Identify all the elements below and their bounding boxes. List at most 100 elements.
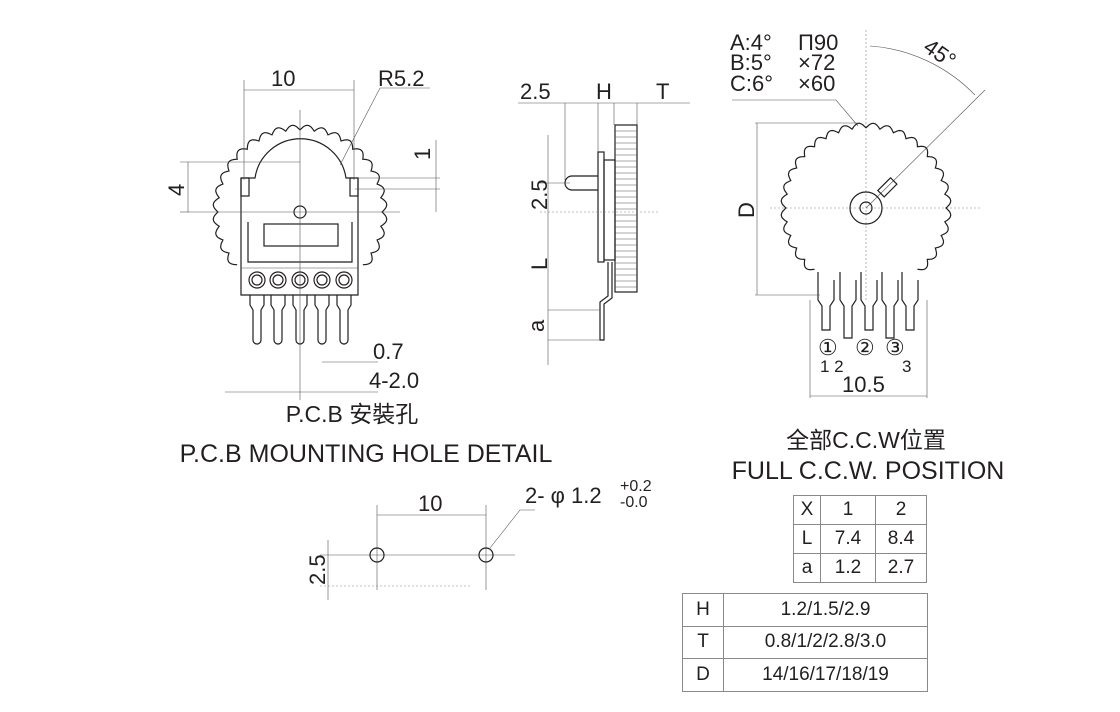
mounting-plate — [597, 151, 605, 263]
housing-notch-right — [349, 177, 359, 197]
note-a: A:4° — [730, 30, 772, 55]
hole-leader — [489, 509, 535, 549]
dim-h-label: H — [596, 79, 612, 104]
table-cell: D — [682, 658, 724, 692]
pin-hole-outer — [269, 271, 287, 289]
table-cell: 2.7 — [875, 553, 927, 583]
terminal-pin — [817, 272, 835, 331]
shaft — [859, 201, 873, 215]
dimension-table-xla: X 1 2 L 7.4 8.4 a 1.2 2.7 — [793, 495, 927, 583]
front-title-en: FULL C.C.W. POSITION — [732, 457, 1005, 485]
table-cell: a — [793, 553, 821, 583]
front-title-cn: 全部C.C.W位置 — [786, 427, 946, 453]
table-cell: 1.2 — [820, 553, 876, 583]
dim-offset-label: 1 — [410, 148, 435, 160]
pin-number-3: 3 — [902, 357, 911, 376]
table-cell: T — [682, 625, 724, 659]
pin-hole-inner — [272, 274, 284, 286]
housing-body — [240, 138, 359, 296]
table-cell: X — [793, 495, 821, 525]
note-c-value: ×60 — [798, 71, 835, 96]
table-cell: L — [793, 524, 821, 554]
table-row: a 1.2 2.7 — [793, 553, 927, 583]
dim-radius-label: R5.2 — [378, 66, 424, 91]
terminal-lead — [599, 262, 613, 341]
knob-wheel-side — [614, 124, 638, 293]
terminal-pin — [881, 272, 899, 339]
table-cell: 1.2/1.5/2.9 — [723, 593, 928, 627]
pin-hole-inner — [251, 274, 263, 286]
front-view: A:4° B:5° C:6° Π90 ×72 ×60 45° D ① ② ③ 1… — [730, 30, 1004, 485]
knurl-stripes — [615, 130, 637, 288]
dim-shaft-height-label: 2.5 — [527, 179, 552, 210]
table-cell: 7.4 — [820, 524, 876, 554]
tolerance-minus: -0.0 — [620, 494, 648, 511]
table-cell: 1 — [820, 495, 876, 525]
terminal-pin — [839, 272, 857, 339]
terminal-pin — [336, 295, 352, 345]
tolerance-plus: +0.2 — [620, 478, 652, 495]
dim-pin-pitch-label: 4-2.0 — [369, 368, 419, 393]
pin-hole-inner — [338, 274, 350, 286]
angle-label: 45° — [919, 34, 961, 74]
terminal-pin — [860, 272, 878, 331]
radius-leader — [339, 87, 430, 166]
note-leader — [732, 99, 859, 127]
dim-width-label: 10 — [271, 66, 295, 91]
pcb-title-en: P.C.B MOUNTING HOLE DETAIL — [180, 440, 553, 468]
terminal-pin — [270, 295, 286, 345]
pointer-mark — [876, 176, 898, 198]
note-c: C:6° — [730, 71, 773, 96]
table-cell: H — [682, 593, 724, 627]
pin-number-circled-2: ② — [855, 335, 875, 360]
pcb-view: 10 R5.2 4 1 0.7 4-2.0 P.C.B 安裝孔 P.C.B MO… — [164, 66, 552, 468]
table-row: X 1 2 — [793, 495, 927, 525]
pin-hole-inner — [316, 274, 328, 286]
mounting-hole — [478, 547, 494, 563]
pin-number-circled-3: ③ — [885, 335, 905, 360]
dim-a-label: a — [524, 319, 549, 332]
knurled-knob-outline — [780, 122, 952, 271]
housing-notch-left — [240, 177, 250, 197]
dimension-table-htd: H 1.2/1.5/2.9 T 0.8/1/2/2.8/3.0 D 14/16/… — [682, 593, 928, 692]
dim-pin-width-label: 0.7 — [373, 339, 404, 364]
pin-hole-outer — [335, 271, 353, 289]
dim-width-label: 10.5 — [842, 372, 885, 397]
terminal-pins — [248, 271, 353, 345]
terminal-pins — [817, 272, 919, 339]
dim-height-label: 4 — [164, 184, 189, 196]
note-a-value: Π90 — [798, 30, 838, 55]
table-row: L 7.4 8.4 — [793, 524, 927, 554]
shaft-boss — [849, 191, 883, 225]
terminal-pin — [249, 295, 265, 345]
pin-hole-outer — [313, 271, 331, 289]
pcb-title-cn: P.C.B 安裝孔 — [286, 401, 419, 427]
table-row: H 1.2/1.5/2.9 — [682, 593, 928, 627]
side-view: 2.5 H T 2.5 L a — [518, 79, 690, 365]
dim-vertical-label: 2.5 — [305, 554, 330, 585]
mounting-hole — [369, 547, 385, 563]
pin-number-1-2: 1 2 — [820, 357, 844, 376]
dim-l-label: L — [527, 258, 552, 270]
hole-label: 2- φ 1.2 — [525, 483, 602, 508]
angle-arc — [869, 45, 976, 96]
note-b-value: ×72 — [798, 50, 835, 75]
dim-spacing-label: 10 — [418, 491, 442, 516]
terminal-pin — [314, 295, 330, 345]
pin-hole-outer — [248, 271, 266, 289]
table-cell: 0.8/1/2/2.8/3.0 — [723, 625, 928, 659]
pin-number-circled-1: ① — [818, 335, 838, 360]
dim-t-label: T — [656, 79, 669, 104]
window-slot — [263, 223, 339, 247]
table-row: D 14/16/17/18/19 — [682, 658, 928, 692]
note-b: B:5° — [730, 50, 772, 75]
angle-line — [865, 89, 986, 209]
dim-d-label: D — [734, 202, 759, 218]
table-cell: 14/16/17/18/19 — [723, 658, 928, 692]
table-cell: 2 — [875, 495, 927, 525]
table-cell: 8.4 — [875, 524, 927, 554]
table-row: T 0.8/1/2/2.8/3.0 — [682, 625, 928, 659]
knurled-knob-outline — [212, 124, 388, 266]
